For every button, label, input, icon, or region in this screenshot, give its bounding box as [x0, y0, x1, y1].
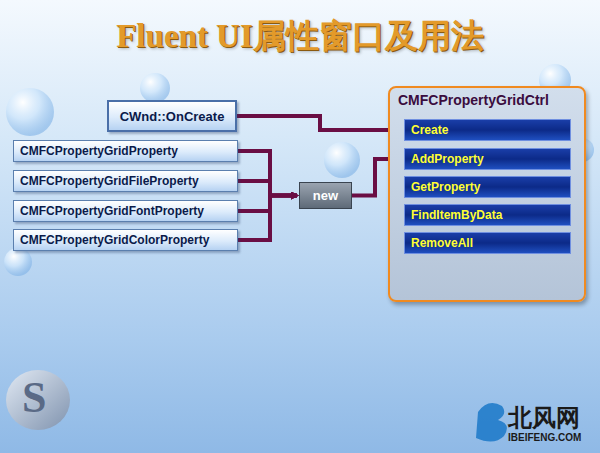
operator-box: new [299, 182, 352, 209]
node-text: FindItemByData [411, 208, 502, 222]
method-box: RemoveAll [404, 232, 571, 254]
connector [238, 196, 297, 212]
bubble [4, 248, 32, 276]
node-text: CMFCPropertyGridColorProperty [20, 233, 209, 247]
method-box: FindItemByData [404, 204, 571, 226]
title: Fluent UI属性窗口及用法 [0, 14, 600, 59]
node-text: AddProperty [411, 152, 484, 166]
call-box: CWnd::OnCreate [107, 100, 237, 132]
node-text: CMFCPropertyGridProperty [20, 144, 178, 158]
node-text: GetProperty [411, 180, 480, 194]
node-text: RemoveAll [411, 236, 473, 250]
logo-block [6, 370, 70, 430]
node-text: CMFCPropertyGridCtrl [398, 92, 549, 108]
method-box: AddProperty [404, 148, 571, 170]
class-box: CMFCPropertyGridFontProperty [13, 200, 238, 222]
connector [237, 116, 402, 130]
method-box: Create [404, 119, 571, 141]
logo-mark [476, 403, 507, 441]
class-box: CMFCPropertyGridProperty [13, 140, 238, 162]
connector [238, 181, 297, 196]
node-text: Create [411, 123, 448, 137]
bubble [324, 142, 360, 178]
node-text: CMFCPropertyGridFileProperty [20, 174, 199, 188]
connector [238, 151, 297, 196]
class-box: CMFCPropertyGridFileProperty [13, 170, 238, 192]
node-text: CWnd::OnCreate [120, 109, 225, 124]
bubble [6, 88, 54, 136]
connector [238, 196, 297, 241]
method-box: GetProperty [404, 176, 571, 198]
node-text: new [313, 188, 338, 203]
watermark-url: IBEIFENG.COM [508, 432, 581, 443]
logo-letter: S [22, 372, 46, 423]
bubble [140, 73, 170, 103]
class-container: CMFCPropertyGridCtrlCreateAddPropertyGet… [388, 86, 586, 302]
node-text: CMFCPropertyGridFontProperty [20, 204, 204, 218]
class-box: CMFCPropertyGridColorProperty [13, 229, 238, 251]
watermark: 北风网 [508, 402, 580, 434]
